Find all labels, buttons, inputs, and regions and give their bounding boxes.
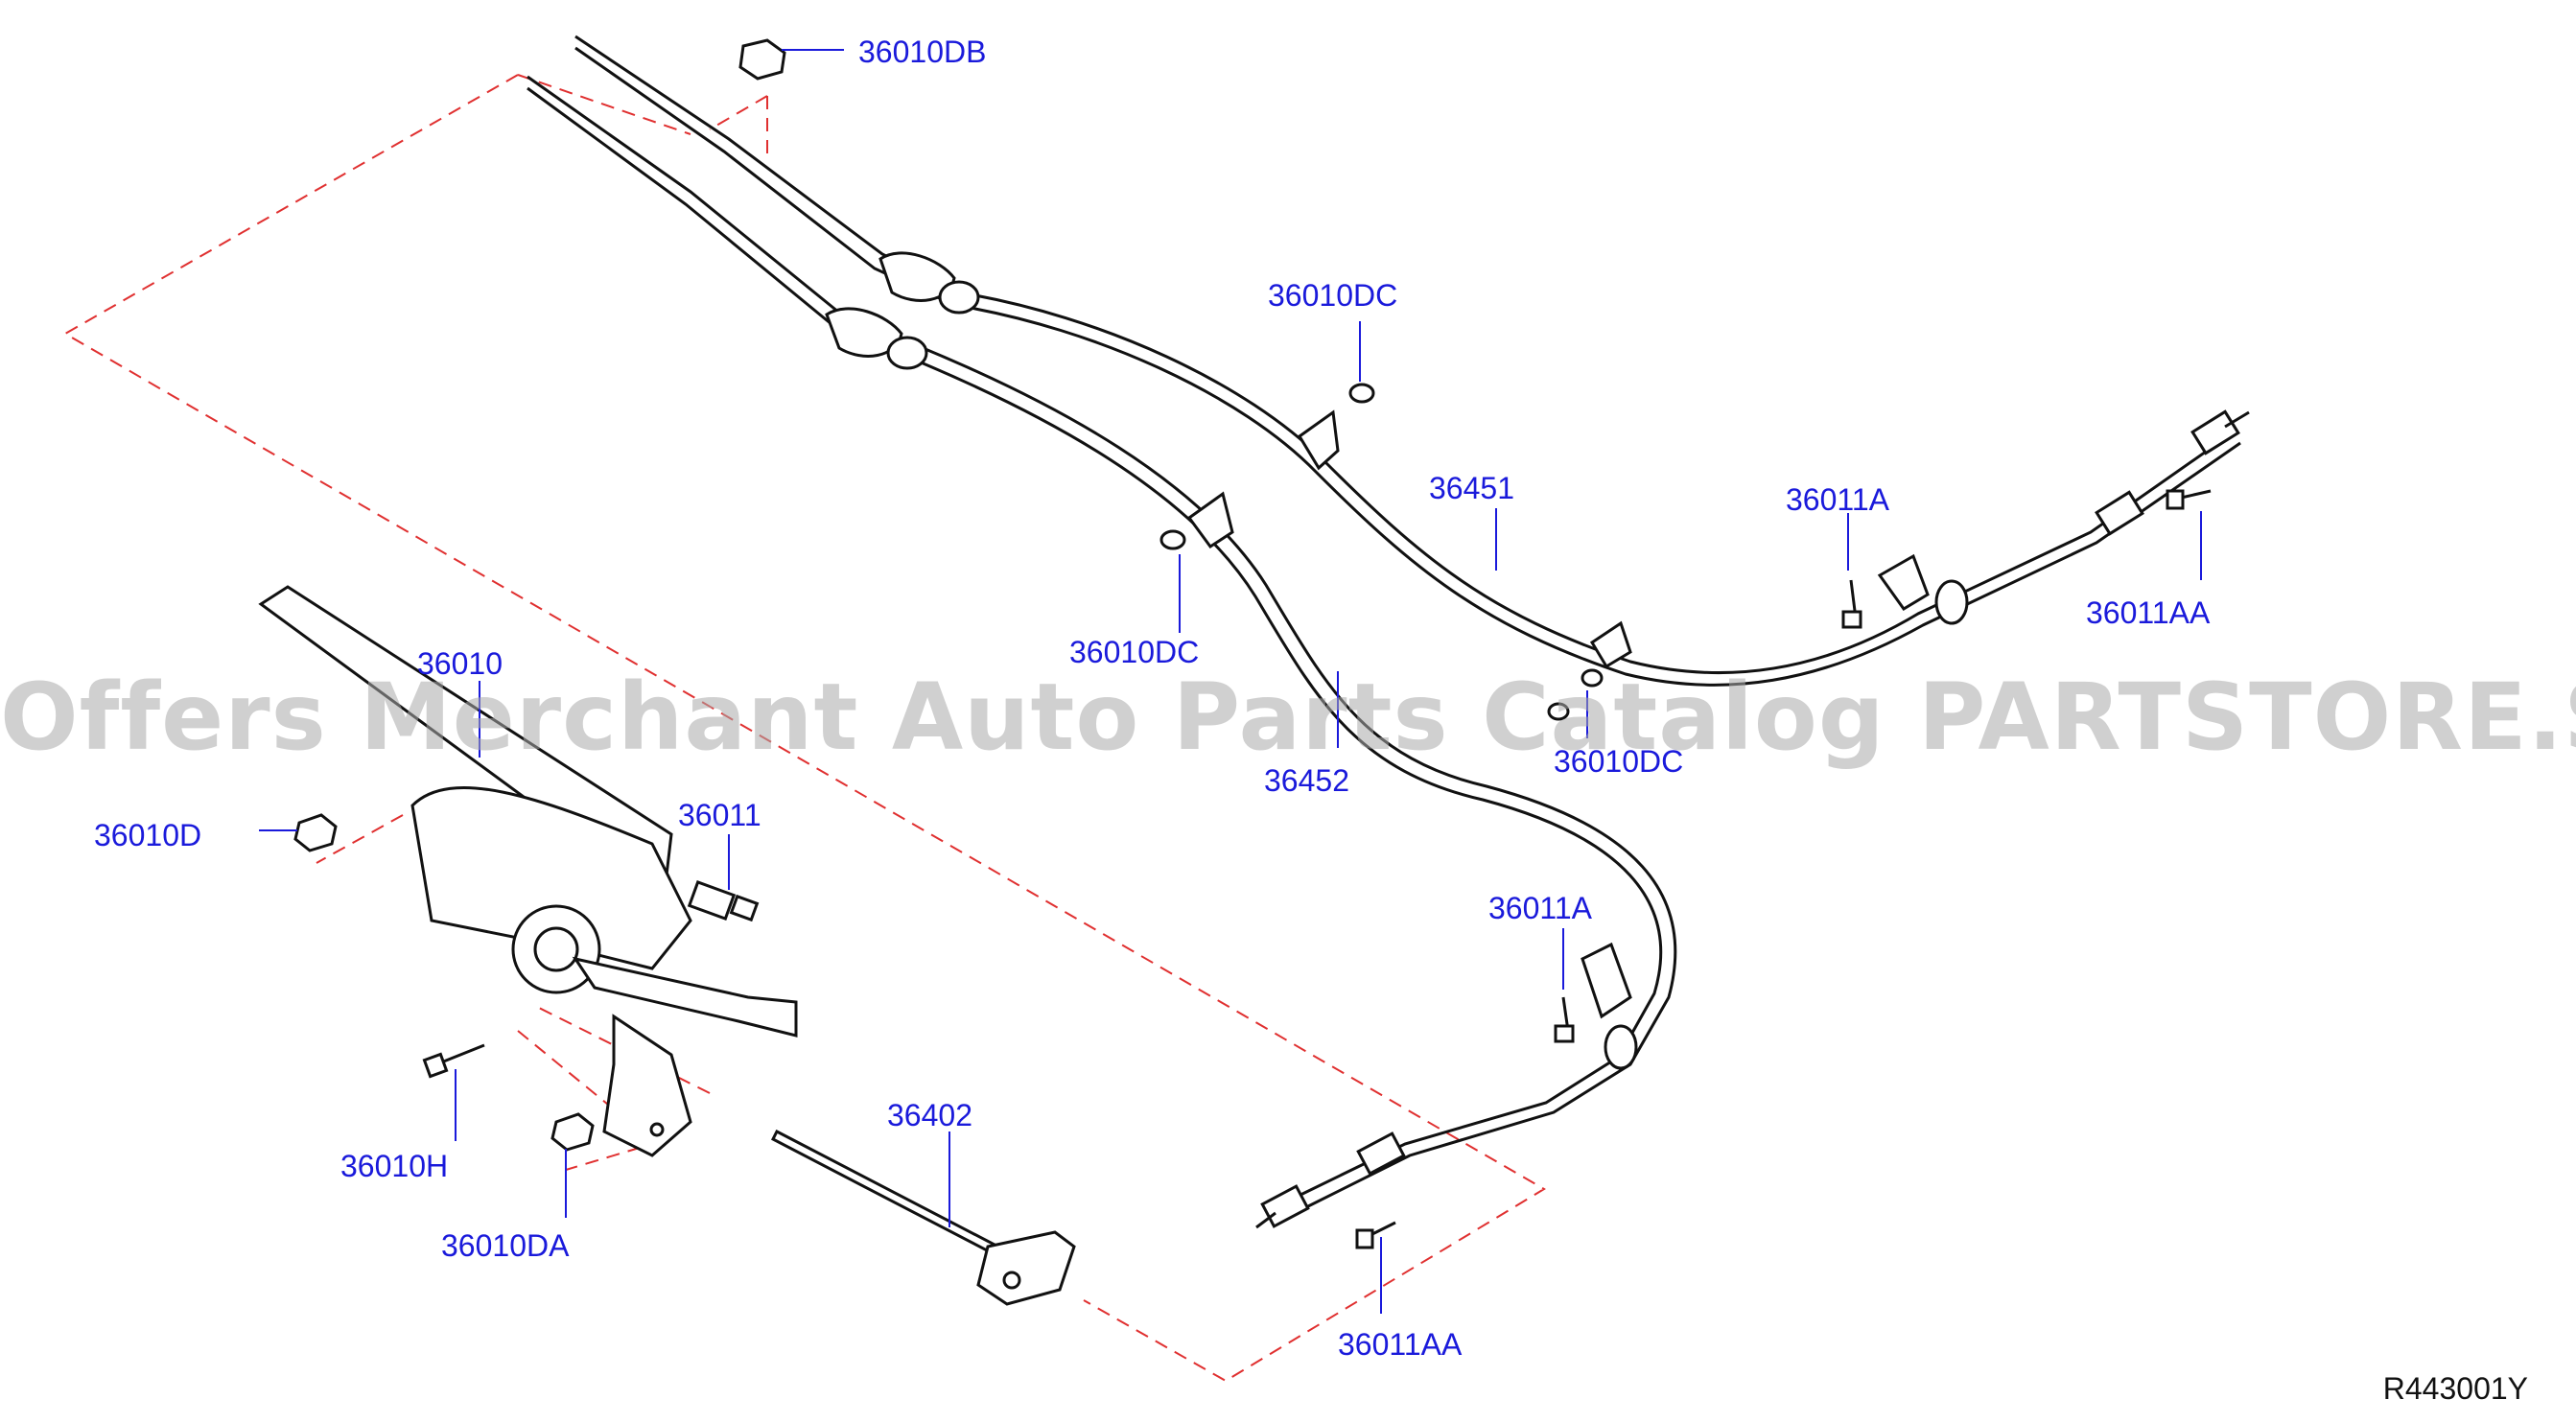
cable-grommets	[825, 251, 980, 370]
brake-cable-36452	[527, 75, 1677, 1210]
label-36011A-low[interactable]: 36011A	[1488, 891, 1592, 925]
label-36011AA-low[interactable]: 36011AA	[1338, 1327, 1463, 1362]
label-36010H[interactable]: 36010H	[340, 1149, 449, 1183]
label-36010DC-mid[interactable]: 36010DC	[1069, 635, 1200, 669]
fasteners	[293, 38, 2212, 1249]
label-36010DB[interactable]: 36010DB	[858, 35, 987, 69]
label-36011A-right[interactable]: 36011A	[1786, 482, 1889, 517]
cable-brackets	[1186, 409, 1930, 1019]
parking-brake-lever-36010	[258, 585, 798, 1157]
label-36011[interactable]: 36011	[678, 798, 761, 832]
label-36010D[interactable]: 36010D	[94, 818, 202, 852]
cable-end-fitting-right	[1934, 409, 2250, 625]
label-36452[interactable]: 36452	[1264, 763, 1349, 798]
watermark-text: Offers Merchant Auto Parts Catalog PARTS…	[0, 664, 2576, 771]
diagram-reference-code: R443001Y	[2382, 1371, 2528, 1406]
label-36402[interactable]: 36402	[887, 1098, 972, 1132]
label-36010DC-low[interactable]: 36010DC	[1554, 744, 1684, 779]
label-36011AA-right[interactable]: 36011AA	[2086, 595, 2211, 630]
label-36010DA[interactable]: 36010DA	[441, 1228, 570, 1263]
label-36010DC-top[interactable]: 36010DC	[1268, 278, 1398, 313]
switch-36011	[687, 880, 760, 922]
brake-cable-36451	[574, 35, 2241, 687]
leader-lines	[259, 49, 2202, 1314]
label-36451[interactable]: 36451	[1429, 471, 1514, 505]
rod-36402	[770, 1129, 1076, 1306]
label-36010[interactable]: 36010	[417, 646, 503, 681]
cable-end-fitting-low	[1255, 1024, 1638, 1229]
